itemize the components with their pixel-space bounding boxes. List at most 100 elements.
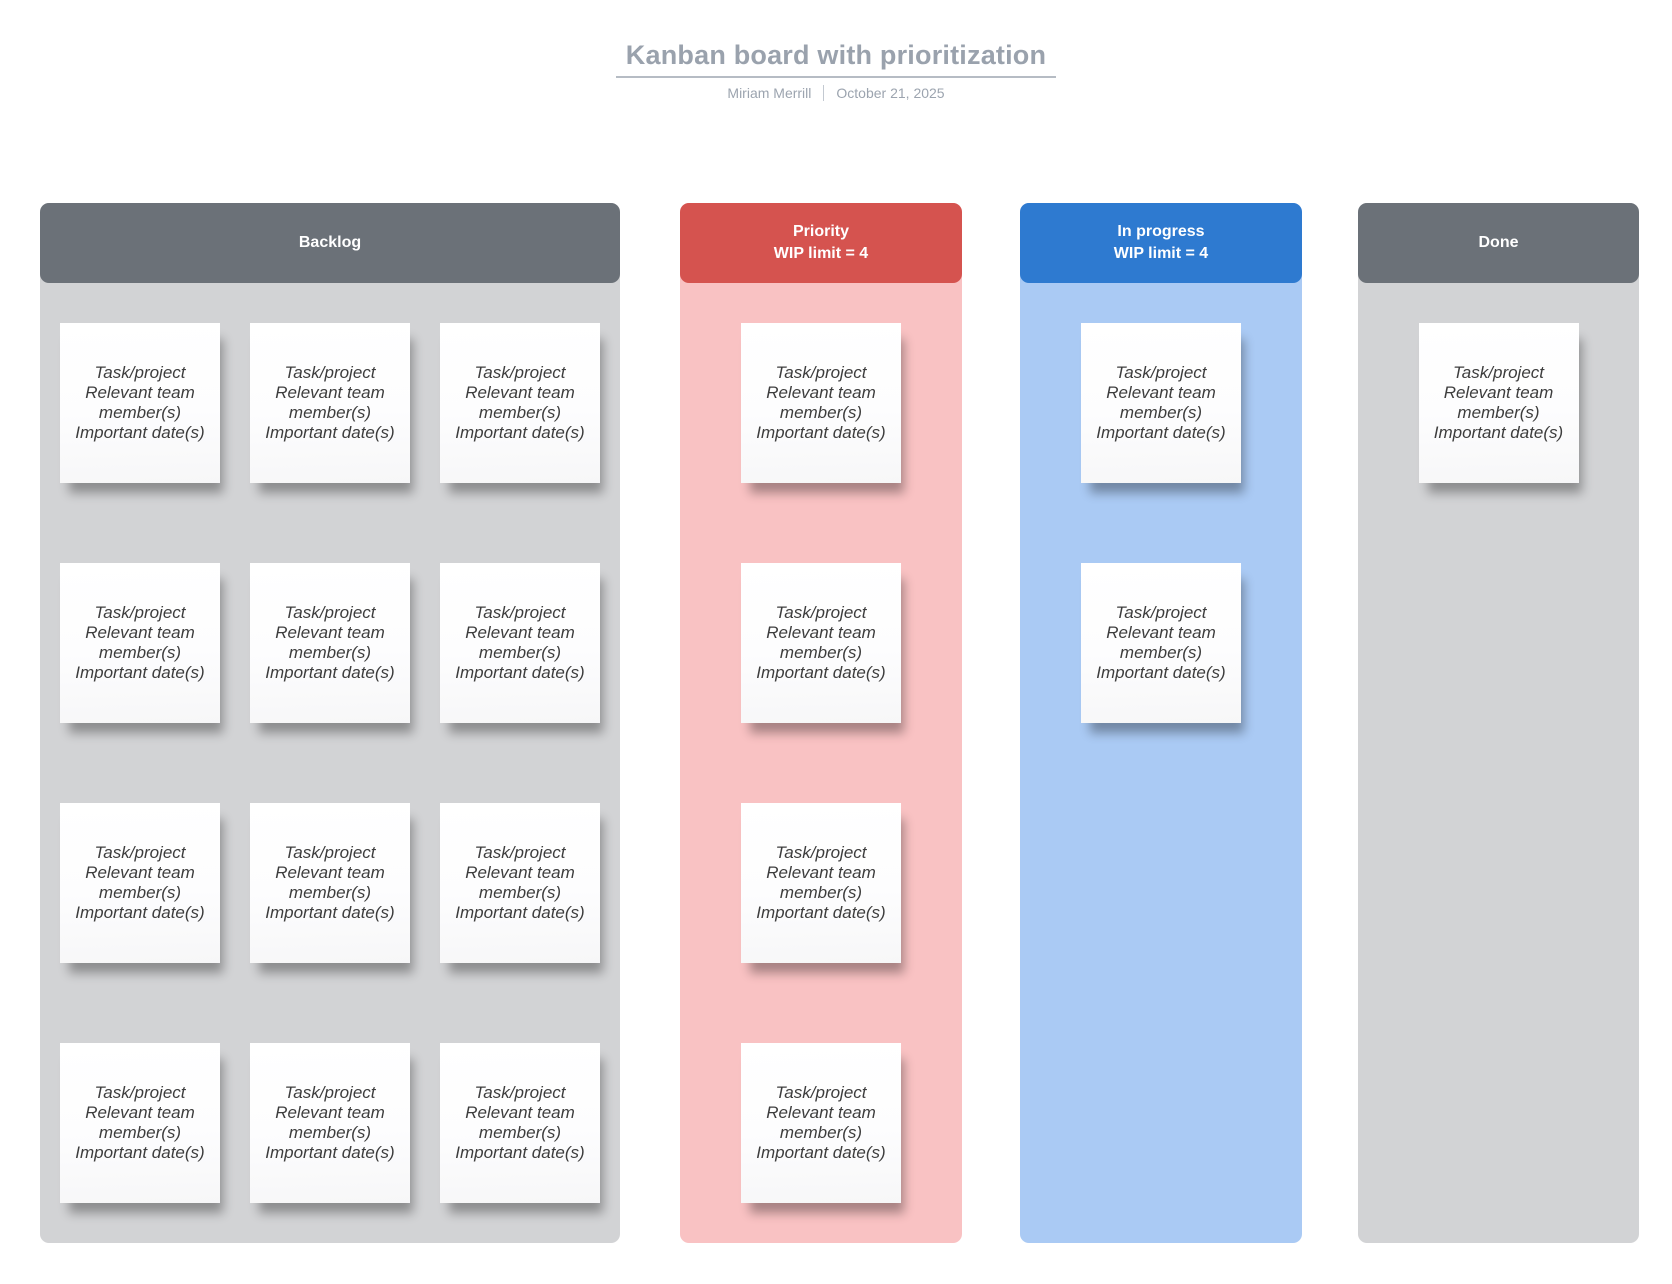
title-block: Kanban board with prioritization Miriam … — [0, 40, 1672, 101]
card-text-line: Relevant team member(s) — [1106, 623, 1216, 662]
card-text-line: Important date(s) — [455, 423, 585, 442]
card-text-line: Important date(s) — [75, 663, 205, 682]
card-text-line: Important date(s) — [265, 903, 395, 922]
card-text-line: Task/project — [775, 603, 867, 622]
card-text-line: Important date(s) — [455, 903, 585, 922]
card-text-line: Relevant team member(s) — [465, 863, 575, 902]
card-text-line: Relevant team member(s) — [465, 1103, 575, 1142]
card-text-line: Important date(s) — [75, 423, 205, 442]
column-title: Priority — [792, 223, 849, 240]
card-text-line: Task/project — [474, 1083, 566, 1102]
card-text-line: Important date(s) — [756, 663, 886, 682]
card-text-line: Task/project — [1452, 363, 1545, 382]
card-text-line: Relevant team member(s) — [766, 1103, 876, 1142]
card-text-line: Relevant team member(s) — [275, 1103, 385, 1142]
card-text-line: Relevant team member(s) — [275, 383, 385, 422]
column-header-backlog[interactable]: Backlog — [40, 203, 620, 283]
card-text-line: Important date(s) — [75, 903, 205, 922]
card-text-line: Important date(s) — [455, 1143, 585, 1162]
column-title: Done — [1478, 234, 1519, 251]
card-text-line: Task/project — [474, 363, 566, 382]
card-text-line: Task/project — [474, 603, 566, 622]
column-wip-limit: WIP limit = 4 — [1113, 245, 1209, 262]
card-text-line: Relevant team member(s) — [1443, 383, 1554, 422]
card-text-line: Important date(s) — [756, 903, 886, 922]
card-text-line: Relevant team member(s) — [275, 863, 385, 902]
card-text-line: Task/project — [1115, 603, 1207, 622]
card-text-line: Important date(s) — [1433, 423, 1564, 442]
card-text-line: Important date(s) — [1096, 423, 1226, 442]
card-text-line: Task/project — [474, 843, 566, 862]
column-header-in-progress[interactable]: In progress WIP limit = 4 — [1020, 203, 1302, 283]
card-text-line: Important date(s) — [265, 663, 395, 682]
column-header-done[interactable]: Done — [1358, 203, 1639, 283]
card-text-line: Task/project — [94, 843, 186, 862]
column-title: In progress — [1117, 223, 1205, 240]
card-text-line: Task/project — [94, 363, 186, 382]
column-title: Backlog — [298, 234, 362, 251]
card-text-line: Important date(s) — [75, 1143, 205, 1162]
card-text-line: Important date(s) — [265, 423, 395, 442]
card-text-line: Relevant team member(s) — [1106, 383, 1216, 422]
page-title: Kanban board with prioritization — [625, 40, 1047, 70]
card-text-line: Task/project — [284, 843, 376, 862]
card-text-line: Task/project — [284, 603, 376, 622]
card-text-line: Task/project — [94, 603, 186, 622]
card-text-line: Relevant team member(s) — [766, 863, 876, 902]
card-text-line: Relevant team member(s) — [465, 383, 575, 422]
card-text-line: Task/project — [1115, 363, 1207, 382]
card-text-line: Important date(s) — [756, 1143, 886, 1162]
byline-separator — [823, 85, 825, 101]
card-text-line: Task/project — [94, 1083, 186, 1102]
card-text-line: Relevant team member(s) — [85, 623, 195, 662]
card-text-line: Important date(s) — [756, 423, 886, 442]
card-text-line: Relevant team member(s) — [85, 383, 195, 422]
column-header-priority[interactable]: Priority WIP limit = 4 — [680, 203, 962, 283]
card-text-line: Relevant team member(s) — [85, 1103, 195, 1142]
card-text-line: Task/project — [775, 843, 867, 862]
byline: Miriam Merrill October 21, 2025 — [0, 85, 1672, 101]
card-text-line: Task/project — [284, 1083, 376, 1102]
card-text-line: Task/project — [284, 363, 376, 382]
card-text-line: Relevant team member(s) — [766, 623, 876, 662]
card-text-line: Important date(s) — [1096, 663, 1226, 682]
card-text-line: Relevant team member(s) — [465, 623, 575, 662]
card-text-line: Relevant team member(s) — [85, 863, 195, 902]
card-text-line: Important date(s) — [265, 1143, 395, 1162]
card-text-line: Relevant team member(s) — [275, 623, 385, 662]
title-underline — [616, 76, 1056, 78]
author-name: Miriam Merrill — [727, 85, 812, 101]
doc-date: October 21, 2025 — [836, 85, 945, 101]
card-text-line: Task/project — [775, 1083, 867, 1102]
card-text-line: Relevant team member(s) — [766, 383, 876, 422]
card-text-line: Important date(s) — [455, 663, 585, 682]
column-wip-limit: WIP limit = 4 — [773, 245, 869, 262]
card-text-line: Task/project — [775, 363, 867, 382]
